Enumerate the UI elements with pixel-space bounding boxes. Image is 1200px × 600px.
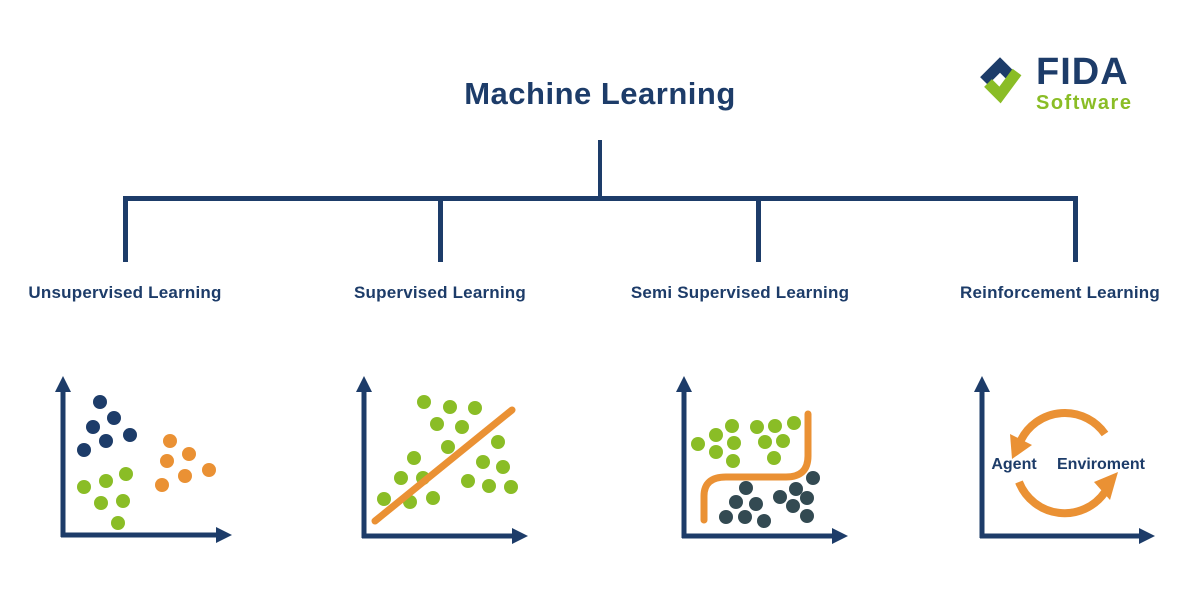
- green-cluster-point: [709, 445, 723, 459]
- green-cluster-point: [99, 474, 113, 488]
- logo-brand: FIDA: [1036, 51, 1129, 93]
- y-axis-arrow-icon: [55, 376, 71, 392]
- orange-cluster-point: [160, 454, 174, 468]
- fida-diamond-check-icon: [980, 57, 1022, 104]
- green-cluster-point: [758, 435, 772, 449]
- navy-cluster-point: [77, 443, 91, 457]
- cycle-top-arc: [1017, 409, 1109, 442]
- slate-cluster-point: [789, 482, 803, 496]
- x-axis-arrow-icon: [512, 528, 528, 544]
- slate-cluster-point: [738, 510, 752, 524]
- y-axis-arrow-icon: [356, 376, 372, 392]
- green-cluster-point: [443, 400, 457, 414]
- orange-cluster-point: [178, 469, 192, 483]
- y-axis-arrow-icon: [974, 376, 990, 392]
- green-cluster-point: [430, 417, 444, 431]
- x-axis-arrow-icon: [216, 527, 232, 543]
- navy-cluster-point: [123, 428, 137, 442]
- cycle-bottom-arc: [1015, 480, 1109, 518]
- slate-cluster-point: [757, 514, 771, 528]
- green-cluster-point: [691, 437, 705, 451]
- green-cluster-point: [491, 435, 505, 449]
- y-axis-arrow-icon: [676, 376, 692, 392]
- green-cluster-point: [709, 428, 723, 442]
- green-cluster-point: [111, 516, 125, 530]
- green-cluster-point: [394, 471, 408, 485]
- green-cluster-point: [768, 419, 782, 433]
- orange-cluster-point: [163, 434, 177, 448]
- navy-cluster-point: [86, 420, 100, 434]
- tree-drop-unsupervised: [123, 196, 128, 262]
- green-cluster-point: [441, 440, 455, 454]
- green-cluster-point: [455, 420, 469, 434]
- semi-supervised-chart-illustration: [676, 376, 848, 544]
- slate-cluster-point: [806, 471, 820, 485]
- branch-label-reinforcement: Reinforcement Learning: [960, 283, 1160, 302]
- orange-cluster-point: [182, 447, 196, 461]
- green-cluster-point: [504, 480, 518, 494]
- green-cluster-point: [417, 395, 431, 409]
- check-icon: [984, 68, 1022, 104]
- page-title: Machine Learning: [464, 76, 736, 111]
- tree-stem-line: [598, 140, 602, 197]
- x-axis-arrow-icon: [1139, 528, 1155, 544]
- navy-cluster-point: [99, 434, 113, 448]
- navy-cluster-point: [93, 395, 107, 409]
- green-cluster-point: [476, 455, 490, 469]
- branch-label-unsupervised: Unsupervised Learning: [28, 283, 222, 302]
- logo-subtitle: Software: [1036, 92, 1133, 115]
- supervised-chart-illustration: [356, 376, 528, 544]
- tree-drop-semi-supervised: [756, 196, 761, 262]
- regression-line: [371, 406, 516, 525]
- fida-logo: FIDA Software: [976, 51, 1133, 115]
- green-cluster-point: [727, 436, 741, 450]
- green-cluster-point: [726, 454, 740, 468]
- x-axis-arrow-icon: [832, 528, 848, 544]
- slate-cluster-point: [800, 491, 814, 505]
- orange-cluster-point: [155, 478, 169, 492]
- green-cluster-point: [94, 496, 108, 510]
- orange-cluster-point: [202, 463, 216, 477]
- green-cluster-point: [496, 460, 510, 474]
- tree-drop-supervised: [438, 196, 443, 262]
- green-cluster-point: [750, 420, 764, 434]
- agent-label: Agent: [991, 456, 1037, 473]
- branch-label-supervised: Supervised Learning: [354, 283, 526, 302]
- green-cluster-point: [77, 480, 91, 494]
- slate-cluster-point: [749, 497, 763, 511]
- environment-label: Enviroment: [1056, 456, 1146, 473]
- green-cluster-point: [461, 474, 475, 488]
- branch-label-semi-supervised: Semi Supervised Learning: [630, 283, 850, 302]
- green-cluster-point: [482, 479, 496, 493]
- decision-boundary-curve: [700, 410, 812, 524]
- green-cluster-point: [725, 419, 739, 433]
- reinforcement-chart-illustration: [974, 376, 1155, 544]
- green-cluster-point: [426, 491, 440, 505]
- slate-cluster-point: [786, 499, 800, 513]
- slate-cluster-point: [719, 510, 733, 524]
- tree-drop-reinforcement: [1073, 196, 1078, 262]
- green-cluster-point: [767, 451, 781, 465]
- slate-cluster-point: [739, 481, 753, 495]
- slate-cluster-point: [729, 495, 743, 509]
- green-cluster-point: [377, 492, 391, 506]
- green-cluster-point: [407, 451, 421, 465]
- navy-cluster-point: [107, 411, 121, 425]
- unsupervised-chart-illustration: [55, 376, 232, 543]
- green-cluster-point: [116, 494, 130, 508]
- green-cluster-point: [119, 467, 133, 481]
- cycle-right-arrow-icon: [1094, 472, 1118, 500]
- green-cluster-point: [468, 401, 482, 415]
- green-cluster-point: [776, 434, 790, 448]
- slate-cluster-point: [773, 490, 787, 504]
- tree-horizontal-line: [123, 196, 1078, 201]
- cycle-left-arrow-icon: [1010, 434, 1032, 459]
- slate-cluster-point: [800, 509, 814, 523]
- green-cluster-point: [787, 416, 801, 430]
- logo-text: FIDA Software: [1036, 51, 1133, 115]
